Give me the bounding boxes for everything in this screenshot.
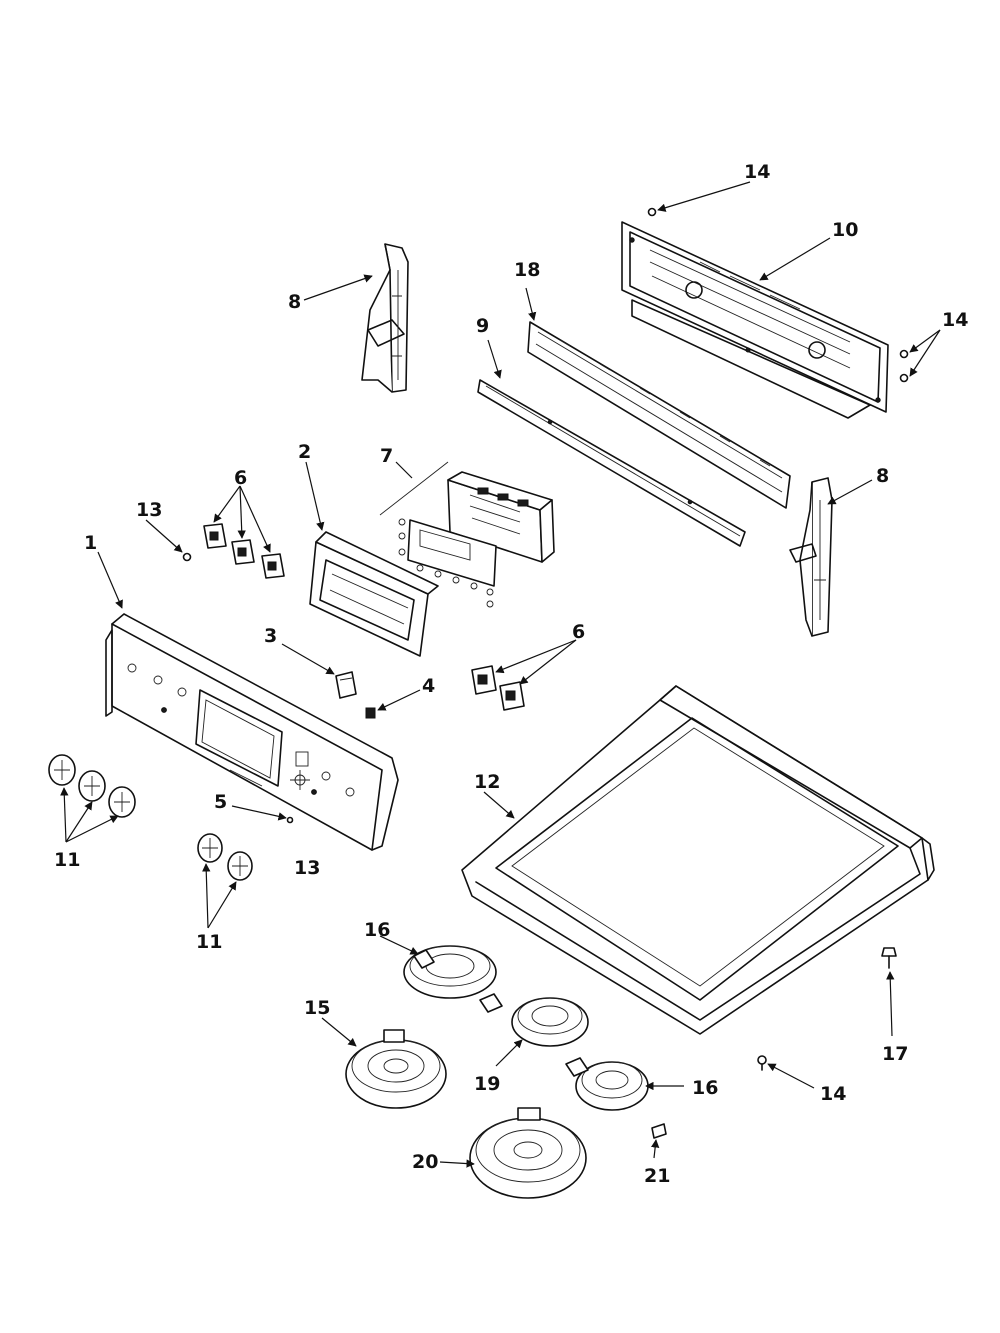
part-8-left-bracket [361,243,409,393]
callout-6-left: 6 [234,467,247,489]
screw-14-lower [757,1055,767,1071]
callout-4: 4 [422,675,435,697]
callout-11-left: 11 [54,849,80,871]
part-4-small-switch [365,707,376,719]
callout-10: 10 [832,219,858,241]
screw-5 [286,816,294,824]
screw-13 [182,552,192,562]
part-20-burner [469,1107,587,1199]
callout-14-right: 14 [942,309,968,331]
knob-group-left [48,754,136,818]
part-17-bumper [881,947,897,969]
callout-1: 1 [84,532,97,554]
callout-labels: 1 2 3 4 5 6 6 7 8 8 9 10 11 11 12 13 13 … [54,161,968,1187]
part-16-burner-upper [403,945,497,999]
callout-14-bottom: 14 [820,1083,846,1105]
callout-14-top: 14 [744,161,770,183]
screw-14-right-pair [899,349,909,383]
part-16-burner-lower [565,1057,649,1111]
callout-12: 12 [474,771,500,793]
callout-13-lower: 13 [294,857,320,879]
callout-3: 3 [264,625,277,647]
callout-8-left: 8 [288,291,301,313]
knob-group-right [197,833,253,881]
part-7-control-board [379,461,555,608]
callout-9: 9 [476,315,489,337]
part-18-rail [527,321,791,509]
callout-7: 7 [380,445,393,467]
callout-2: 2 [298,441,311,463]
callout-16-lower: 16 [692,1077,718,1099]
callout-16-upper: 16 [364,919,390,941]
part-6-switch-group-right [471,665,525,711]
callout-20: 20 [412,1151,438,1173]
callout-8-right: 8 [876,465,889,487]
callout-15: 15 [304,997,330,1019]
callout-17: 17 [882,1043,908,1065]
callout-18: 18 [514,259,540,281]
part-6-switch-group-left [203,523,285,579]
part-1-control-panel [105,613,399,851]
callout-5: 5 [214,791,227,813]
callout-19: 19 [474,1073,500,1095]
callout-11-right: 11 [196,931,222,953]
part-15-burner [345,1029,447,1109]
callout-13-upper: 13 [136,499,162,521]
part-3-relay [335,671,357,699]
leader-lines [60,181,941,1168]
callout-21: 21 [644,1165,670,1187]
part-10-rear-bracket [621,221,889,419]
part-21-clip [651,1123,667,1139]
part-9-strip [477,379,746,547]
callout-6-right: 6 [572,621,585,643]
part-19-burner [479,993,589,1047]
part-8-right-bracket [789,477,833,637]
part-12-cooktop [461,685,935,1035]
screw-14-upper [647,207,657,217]
part-2-display-bezel [309,531,439,657]
